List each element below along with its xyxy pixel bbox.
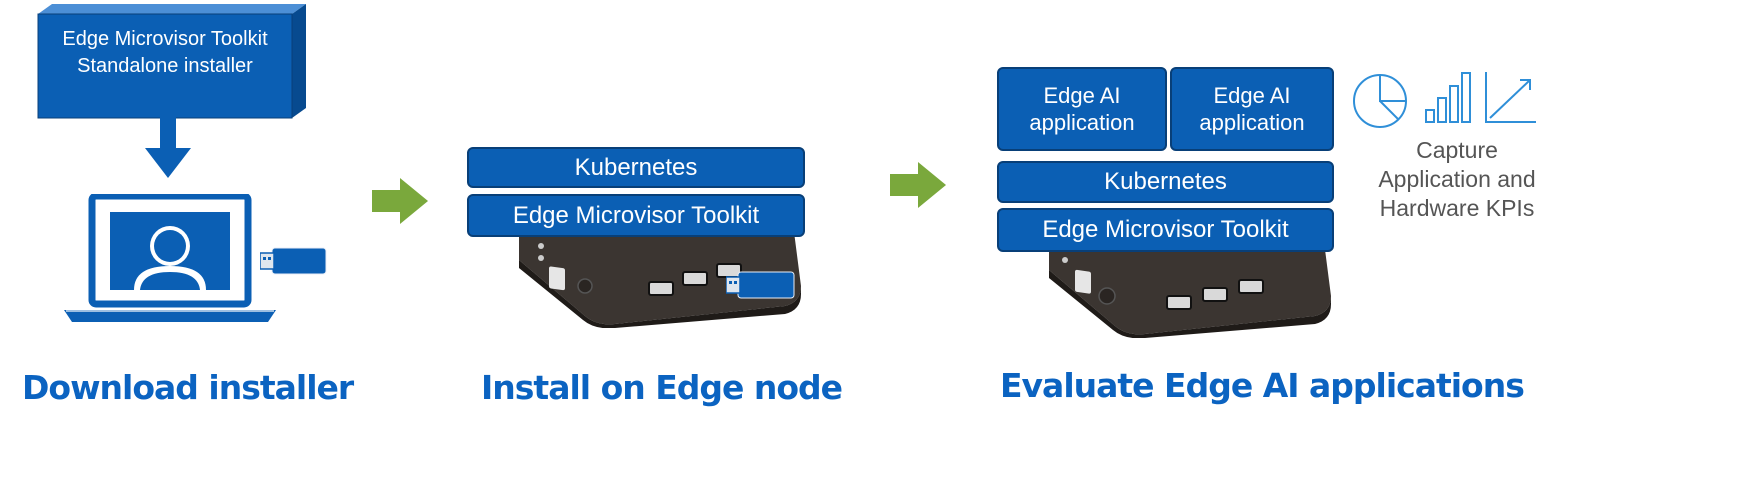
- kpi-line2: Application and: [1378, 166, 1536, 192]
- toolkit-label: Edge Microvisor Toolkit: [512, 201, 760, 229]
- installer-label: Edge Microvisor Toolkit Standalone insta…: [38, 26, 292, 80]
- kubernetes-label: Kubernetes: [574, 153, 698, 181]
- ai-app-1-line2: application: [1029, 110, 1135, 135]
- usb-drive-icon: [260, 247, 327, 275]
- installer-line1: Edge Microvisor Toolkit: [62, 28, 268, 50]
- bar-chart-icon: [1425, 72, 1471, 123]
- kpi-line3: Hardware KPIs: [1379, 195, 1535, 221]
- kpi-caption: Capture Application and Hardware KPIs: [1357, 136, 1557, 223]
- ai-app-box-2: Edge AI application: [1170, 67, 1334, 151]
- toolkit-label-3: Edge Microvisor Toolkit: [1042, 216, 1289, 243]
- toolkit-layer: Edge Microvisor Toolkit: [467, 194, 805, 237]
- installer-box-3d: [37, 4, 306, 119]
- installer-line2: Standalone installer: [77, 55, 253, 77]
- pie-chart-icon: [1353, 74, 1407, 128]
- arrow-right-icon: [372, 178, 428, 224]
- toolkit-layer-3: Edge Microvisor Toolkit: [997, 208, 1334, 252]
- mini-pc-icon: [1049, 234, 1331, 338]
- ai-app-1-line1: Edge AI: [1043, 83, 1121, 108]
- trend-line-icon: [1485, 72, 1536, 123]
- step2-title: Install on Edge node: [481, 368, 843, 407]
- arrow-down-icon: [145, 108, 191, 178]
- kpi-line1: Capture: [1416, 137, 1498, 163]
- step1-title: Download installer: [22, 368, 354, 407]
- ai-app-box-1: Edge AI application: [997, 67, 1167, 151]
- kubernetes-layer-3: Kubernetes: [997, 161, 1334, 203]
- mini-pc-icon: [519, 224, 801, 328]
- kubernetes-layer: Kubernetes: [467, 147, 805, 188]
- ai-app-2-line2: application: [1199, 110, 1305, 135]
- arrow-right-icon: [890, 162, 946, 208]
- step3-title: Evaluate Edge AI applications: [1000, 366, 1525, 405]
- ai-app-2-line1: Edge AI: [1213, 83, 1291, 108]
- kubernetes-label-3: Kubernetes: [1104, 168, 1227, 195]
- usb-drive-icon: [726, 271, 795, 299]
- laptop-icon: [64, 194, 276, 322]
